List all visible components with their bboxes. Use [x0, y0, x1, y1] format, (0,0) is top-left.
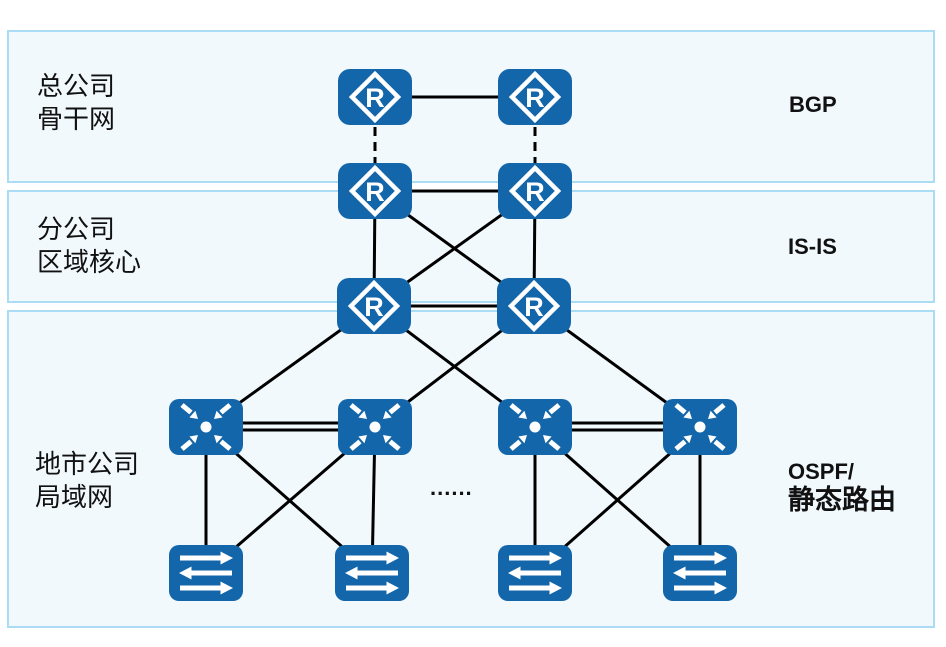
l2-switch-icon [169, 545, 243, 601]
protocol-label-line: 静态路由 [788, 485, 896, 515]
svg-text:R: R [365, 177, 385, 207]
node-router-4: R [498, 163, 572, 219]
protocol-label-line: OSPF/ [788, 459, 855, 484]
zone-label-line: 骨干网 [37, 104, 116, 134]
protocol-label-ospf-static: OSPF/ 静态路由 [788, 459, 896, 516]
zone-label-line: 分公司 [37, 214, 116, 244]
zone-label-branch-core: 分公司 区域核心 [37, 213, 141, 279]
zone-label-line: 总公司 [37, 71, 116, 101]
node-l3-switch-2 [338, 399, 412, 455]
zone-label-hq-backbone: 总公司 骨干网 [37, 70, 115, 136]
node-router-5: R [337, 278, 411, 334]
protocol-label-bgp: BGP [789, 92, 837, 117]
l3-switch-icon [169, 399, 243, 455]
router-icon: R [498, 163, 572, 219]
svg-text:R: R [365, 83, 385, 113]
zone-band-hq-backbone [7, 30, 935, 183]
node-router-6: R [497, 278, 571, 334]
router-icon: R [338, 163, 412, 219]
node-router-2: R [498, 69, 572, 125]
svg-text:R: R [364, 292, 384, 322]
l2-switch-icon [663, 545, 737, 601]
router-icon: R [338, 69, 412, 125]
router-icon: R [498, 69, 572, 125]
node-l2-switch-1 [169, 545, 243, 601]
router-icon: R [337, 278, 411, 334]
l2-switch-icon [335, 545, 409, 601]
node-l3-switch-1 [169, 399, 243, 455]
svg-text:R: R [525, 83, 545, 113]
node-l3-switch-3 [498, 399, 572, 455]
node-l2-switch-2 [335, 545, 409, 601]
node-l2-switch-3 [498, 545, 572, 601]
zone-label-line: 地市公司 [35, 449, 140, 479]
svg-text:R: R [525, 177, 545, 207]
node-l3-switch-4 [663, 399, 737, 455]
zone-label-line: 区域核心 [37, 247, 142, 277]
node-l2-switch-4 [663, 545, 737, 601]
l3-switch-icon [338, 399, 412, 455]
router-icon: R [497, 278, 571, 334]
l3-switch-icon [498, 399, 572, 455]
svg-text:R: R [524, 292, 544, 322]
l3-switch-icon [663, 399, 737, 455]
protocol-label-isis: IS-IS [788, 234, 837, 259]
l2-switch-icon [498, 545, 572, 601]
ellipsis-more-sites: ...... [430, 475, 473, 500]
zone-band-city-lan [7, 310, 935, 628]
zone-label-line: 局域网 [35, 482, 114, 512]
zone-label-city-lan: 地市公司 局域网 [35, 448, 139, 514]
zone-band-branch-core [7, 190, 935, 303]
node-router-1: R [338, 69, 412, 125]
node-router-3: R [338, 163, 412, 219]
